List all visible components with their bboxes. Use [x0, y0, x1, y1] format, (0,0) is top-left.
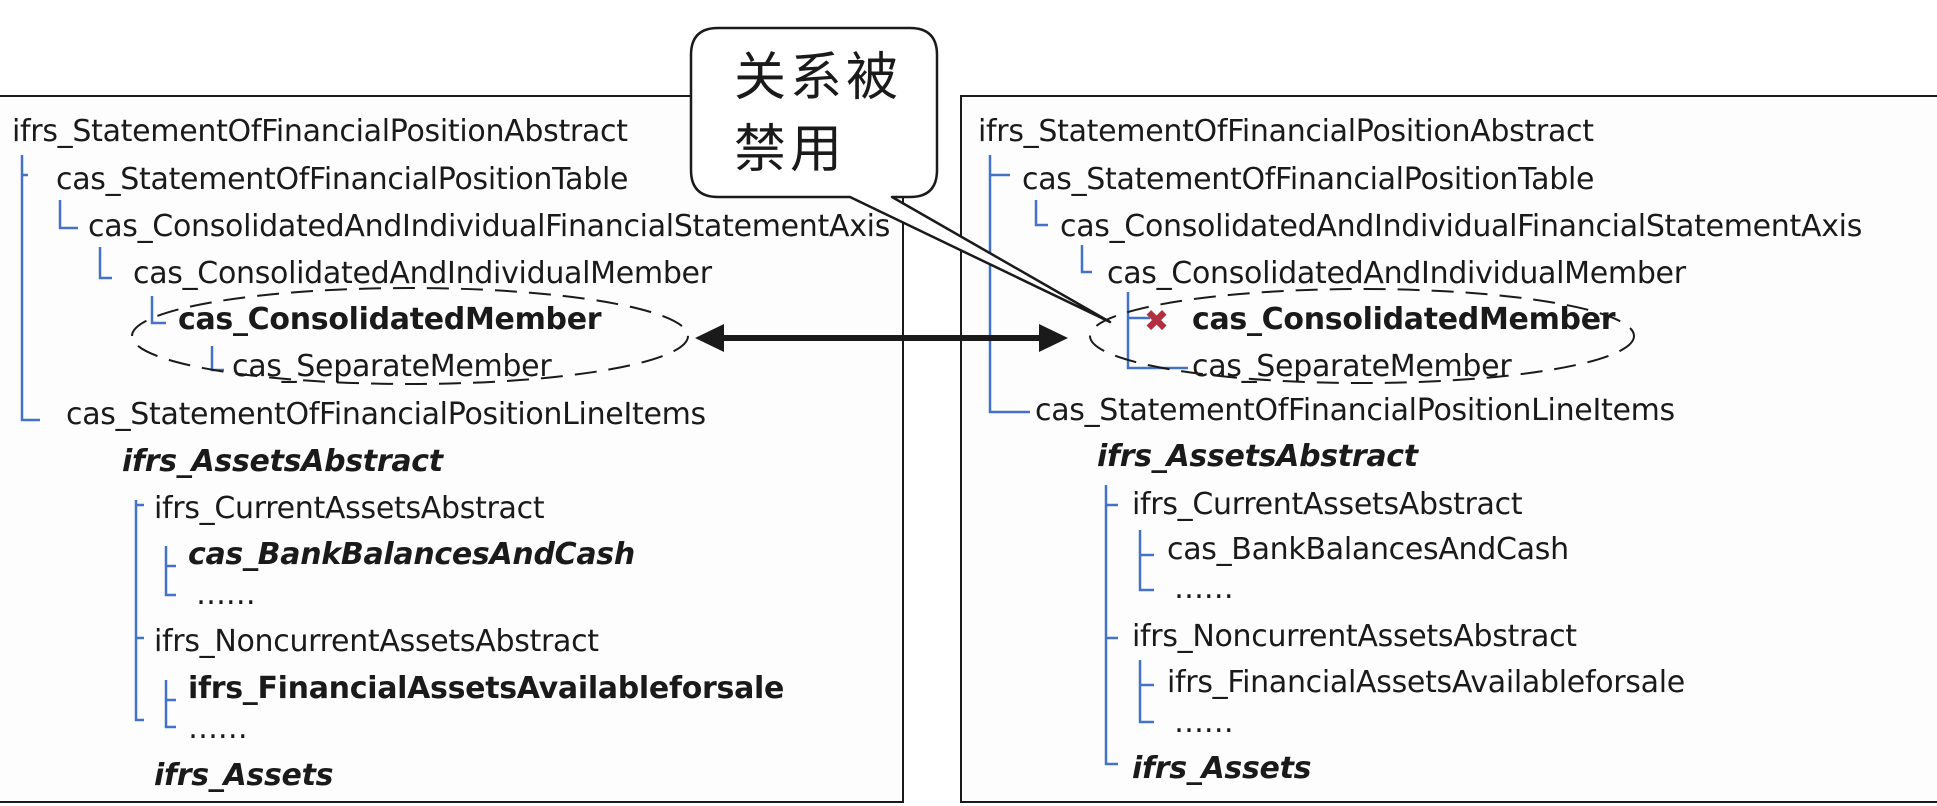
- tree-node: cas_StatementOfFinancialPositionLineItem…: [1035, 393, 1675, 428]
- left-tree-panel: ifrs_StatementOfFinancialPositionAbstrac…: [0, 95, 904, 803]
- tree-node: ifrs_Assets: [154, 758, 334, 793]
- x-mark-icon: ✖: [1144, 304, 1170, 339]
- tree-node: cas_ConsolidatedAndIndividualFinancialSt…: [1060, 209, 1863, 244]
- tree-node: ……: [196, 577, 256, 612]
- callout-line-1: 关系被: [734, 48, 903, 108]
- tree-node: ifrs_CurrentAssetsAbstract: [1132, 487, 1523, 522]
- right-tree-panel: ifrs_StatementOfFinancialPositionAbstrac…: [960, 95, 1937, 803]
- tree-node: ifrs_NoncurrentAssetsAbstract: [1132, 619, 1577, 654]
- tree-node: ifrs_FinancialAssetsAvailableforsale: [1167, 665, 1685, 700]
- tree-node: cas_SeparateMember: [232, 349, 552, 384]
- tree-node: cas_StatementOfFinancialPositionTable: [56, 162, 629, 197]
- tree-node: ifrs_Assets: [1132, 751, 1312, 786]
- tree-node: ……: [1174, 705, 1234, 740]
- tree-node: cas_ConsolidatedAndIndividualMember: [133, 256, 712, 291]
- tree-node: ifrs_NoncurrentAssetsAbstract: [154, 624, 599, 659]
- tree-node: cas_BankBalancesAndCash: [1167, 532, 1569, 567]
- tree-node: cas_ConsolidatedAndIndividualMember: [1107, 256, 1686, 291]
- tree-node: cas_StatementOfFinancialPositionTable: [1022, 162, 1595, 197]
- tree-node: ifrs_CurrentAssetsAbstract: [154, 491, 545, 526]
- tree-node: ……: [1174, 571, 1234, 606]
- tree-node: cas_SeparateMember: [1192, 349, 1512, 384]
- tree-node: cas_ConsolidatedMember: [1192, 302, 1616, 337]
- tree-node: cas_StatementOfFinancialPositionLineItem…: [66, 397, 706, 432]
- tree-node: ifrs_AssetsAbstract: [1097, 439, 1418, 474]
- tree-node: ifrs_StatementOfFinancialPositionAbstrac…: [978, 114, 1594, 149]
- tree-node: ifrs_AssetsAbstract: [122, 444, 443, 479]
- tree-node: ……: [188, 711, 248, 746]
- callout-line-2: 禁用: [734, 120, 847, 180]
- tree-node: cas_BankBalancesAndCash: [188, 537, 635, 572]
- tree-node: ifrs_FinancialAssetsAvailableforsale: [188, 671, 785, 706]
- tree-node: cas_ConsolidatedMember: [178, 302, 602, 337]
- tree-node: ifrs_StatementOfFinancialPositionAbstrac…: [12, 114, 628, 149]
- tree-node: cas_ConsolidatedAndIndividualFinancialSt…: [88, 209, 891, 244]
